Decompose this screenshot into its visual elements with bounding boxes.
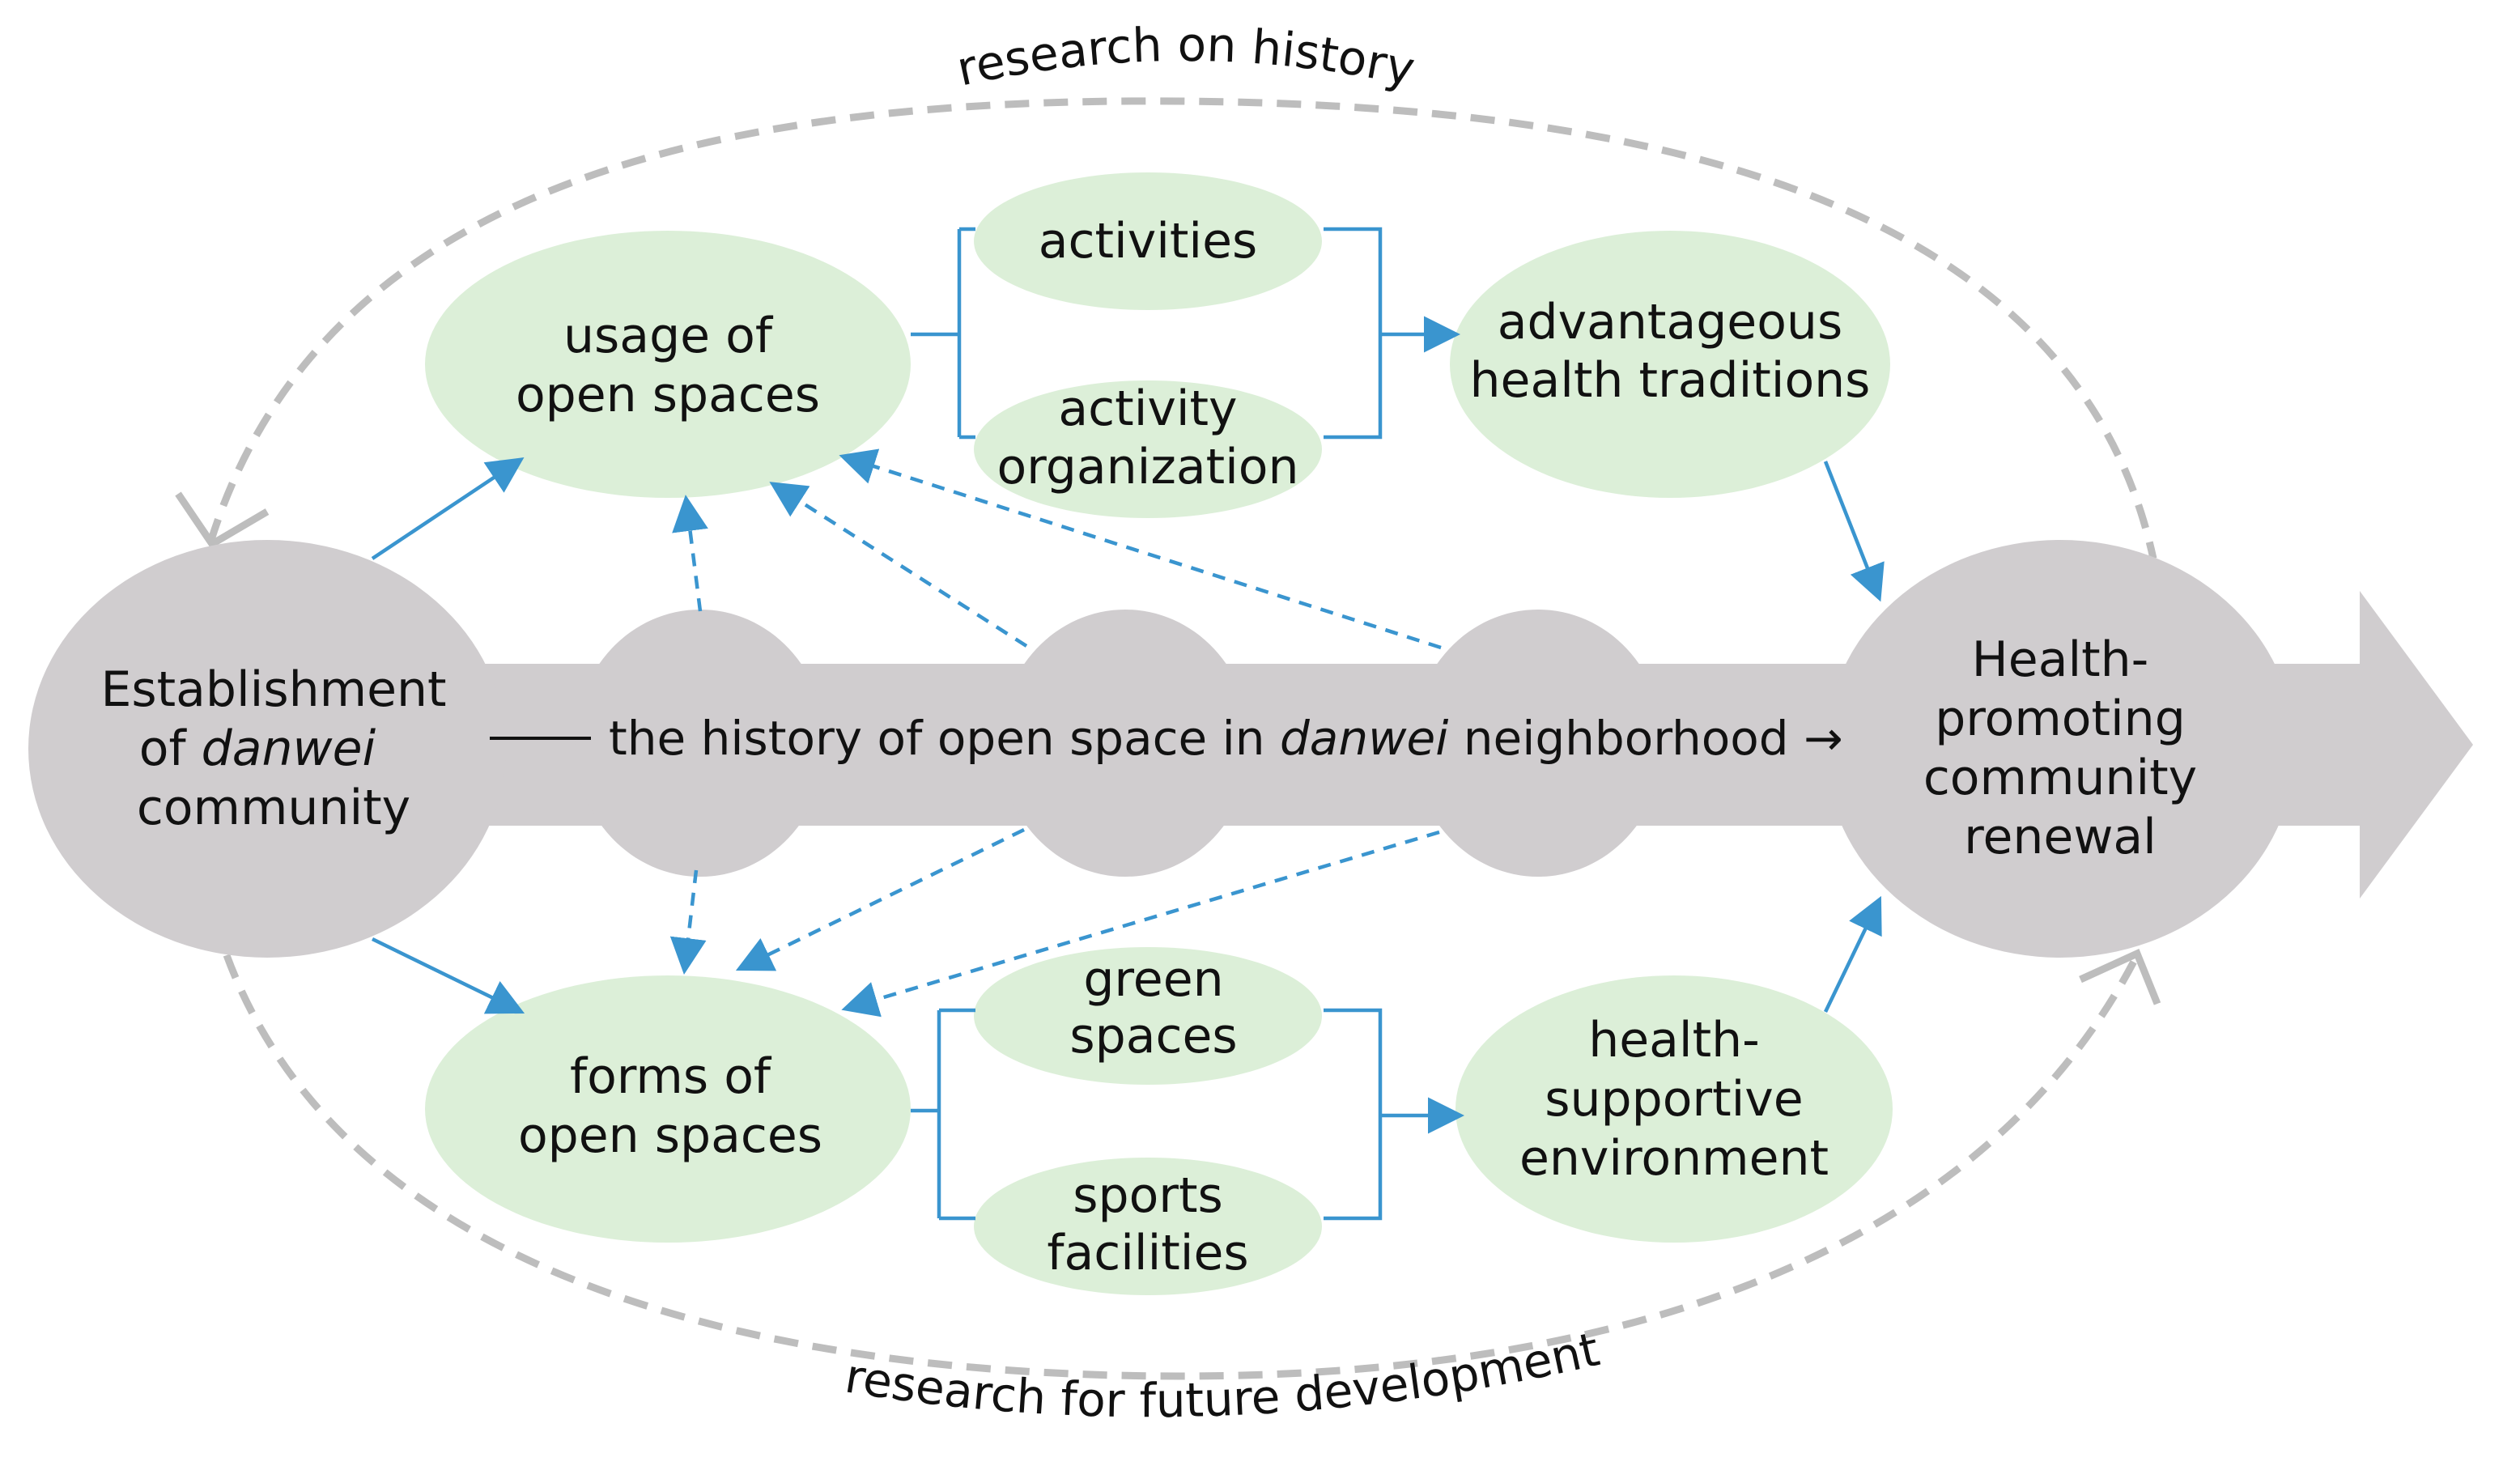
activity-org-line-2: organization — [997, 439, 1298, 495]
forms-line-2: open spaces — [518, 1107, 822, 1164]
activities-node — [974, 172, 1322, 310]
history-loop-arrowhead — [175, 491, 270, 550]
dashed-arrow-m1-forms — [669, 869, 707, 975]
activities-label: activities — [1039, 213, 1258, 270]
arrow-environment-renewal — [1823, 895, 1882, 1013]
environment-line-1: health- — [1588, 1012, 1760, 1069]
establishment-line-2: of danwei — [139, 720, 376, 777]
usage-line-1: usage of — [563, 308, 774, 364]
lower-bracket — [911, 1008, 1383, 1221]
timeline-milestone-2 — [1000, 610, 1251, 877]
health-renewal-line-1: Health- — [1972, 631, 2149, 688]
top-loop-label: research on history — [952, 17, 1420, 97]
future-loop-arc — [223, 953, 2141, 1380]
green-spaces-node — [974, 947, 1322, 1085]
health-renewal-line-3: community — [1923, 750, 2197, 806]
environment-node — [1455, 975, 1893, 1243]
sports-line-1: sports — [1073, 1167, 1223, 1224]
forms-node — [425, 975, 911, 1243]
future-loop-arrowhead — [2079, 948, 2161, 1005]
dashed-arrow-m3-forms — [841, 830, 1440, 1018]
forms-line-1: forms of — [570, 1048, 772, 1105]
sports-line-2: facilities — [1047, 1225, 1248, 1281]
history-loop-arc — [206, 97, 2157, 559]
usage-line-2: open spaces — [516, 367, 820, 423]
green-spaces-line-1: green — [1083, 951, 1223, 1008]
traditions-node — [1450, 231, 1890, 498]
environment-line-2: supportive — [1545, 1071, 1803, 1128]
arrow-establishment-forms — [372, 937, 525, 1014]
timeline-milestone-3 — [1413, 610, 1664, 877]
environment-line-3: environment — [1519, 1130, 1829, 1187]
establishment-line-1: Establishment — [100, 661, 446, 718]
establishment-line-3: community — [137, 780, 410, 836]
activity-org-node — [974, 380, 1322, 518]
arrow-establishment-usage — [371, 457, 525, 560]
establishment-node — [28, 540, 506, 958]
green-spaces-line-2: spaces — [1069, 1008, 1237, 1064]
timeline-milestone-1 — [575, 610, 826, 877]
health-renewal-node — [1825, 540, 2295, 958]
usage-node — [425, 231, 911, 498]
traditions-line-1: advantageous — [1498, 294, 1842, 351]
arrow-traditions-renewal — [1823, 461, 1885, 602]
dashed-arrow-m1-usage — [672, 495, 708, 612]
health-renewal-line-4: renewal — [1964, 809, 2157, 865]
timeline-label: the history of open space in danwei neig… — [609, 711, 1843, 766]
dashed-arrow-m2-usage — [769, 482, 1028, 648]
health-renewal-line-2: promoting — [1935, 691, 2186, 747]
traditions-line-2: health traditions — [1470, 352, 1871, 409]
sports-node — [974, 1158, 1322, 1295]
timeline-arrowhead — [2360, 591, 2473, 899]
bottom-loop-label: research for future development — [841, 1321, 1604, 1428]
upper-bracket — [911, 227, 1383, 440]
activity-org-line-1: activity — [1058, 380, 1237, 437]
dashed-arrow-m2-forms — [735, 827, 1025, 971]
